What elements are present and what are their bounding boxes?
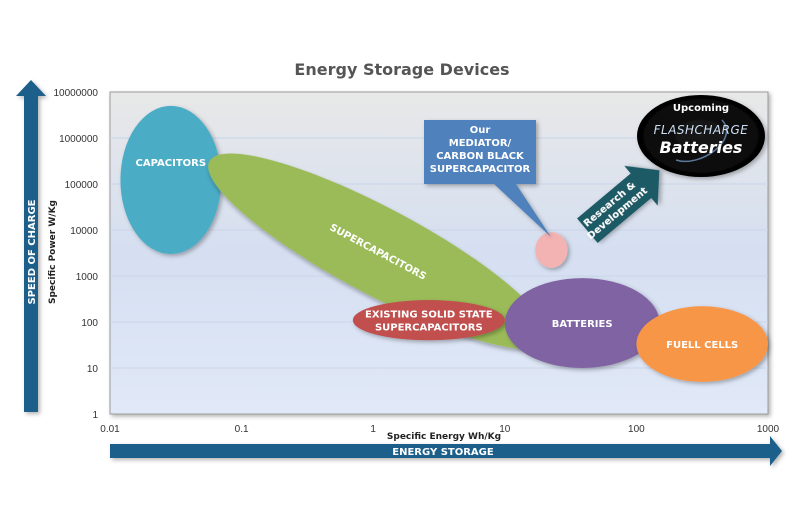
badge-ellipse [637, 95, 765, 177]
region-label: FUELL CELLS [666, 340, 738, 351]
energy-storage-arrow: ENERGY STORAGE [110, 436, 782, 466]
x-arrow-label: ENERGY STORAGE [392, 447, 494, 458]
region-label: EXISTING SOLID STATE [365, 310, 493, 321]
swoosh-icon [675, 119, 728, 163]
region-batteries: BATTERIES [504, 278, 660, 368]
callout-line-4: SUPERCAPACITOR [430, 164, 531, 175]
callout-line-3: CARBON BLACK [436, 151, 525, 162]
y-arrow-label: SPEED OF CHARGE [27, 199, 38, 304]
x-tick-label: 100 [628, 424, 645, 435]
y-tick-label: 1 [92, 410, 98, 421]
region-shape [208, 153, 549, 349]
badge-brand-top: FLASHCHARGE [654, 123, 749, 137]
region-fuell-cells: FUELL CELLS [636, 306, 768, 382]
flashcharge-badge: Upcoming FLASHCHARGE Batteries [637, 95, 765, 177]
chart-title: Energy Storage Devices [294, 60, 509, 79]
y-arrow-shape [16, 80, 46, 412]
y-tick-labels: 1 10 100 1000 10000 100000 1000000 10000000 [54, 88, 99, 421]
y-tick-label: 10000000 [54, 88, 99, 99]
region-shape [535, 232, 568, 268]
region-shape [504, 278, 660, 368]
region-shape [636, 306, 768, 382]
x-tick-label: 0.1 [235, 424, 249, 435]
region-existing-solid-state-supercapacitors: EXISTING SOLID STATE SUPERCAPACITORS [352, 300, 505, 341]
region-label: CAPACITORS [136, 158, 207, 169]
y-tick-label: 100 [81, 318, 98, 329]
speed-of-charge-arrow: SPEED OF CHARGE [16, 80, 46, 412]
x-tick-label: 10 [499, 424, 511, 435]
badge-brand-bottom: Batteries [660, 138, 743, 157]
rd-arrow-shape [577, 165, 660, 243]
x-tick-labels: 0.01 0.1 1 10 100 1000 [100, 424, 779, 435]
y-axis-label: Specific Power W/Kg [48, 200, 58, 304]
mediator-callout: Our MEDIATOR/ CARBON BLACK SUPERCAPACITO… [424, 120, 551, 237]
y-tick-label: 1000 [76, 272, 99, 283]
callout-shape [424, 120, 551, 237]
x-axis-label: Specific Energy Wh/Kg [387, 432, 501, 442]
y-tick-label: 1000000 [59, 134, 98, 145]
region-shape [352, 300, 505, 341]
badge-heading: Upcoming [673, 103, 729, 114]
x-tick-label: 1 [370, 424, 376, 435]
y-tick-label: 100000 [65, 180, 99, 191]
region-capacitors: CAPACITORS [120, 105, 222, 255]
y-tick-label: 10 [87, 364, 99, 375]
region-label: BATTERIES [552, 319, 613, 330]
region-shape [120, 105, 222, 255]
region-our-mediator-carbon-black-supercapacitor [535, 232, 568, 268]
region-supercapacitors: SUPERCAPACITORS [208, 153, 549, 349]
y-tick-label: 10000 [70, 226, 98, 237]
region-label: SUPERCAPACITORS [375, 323, 483, 334]
x-tick-label: 0.01 [100, 424, 120, 435]
callout-line-2: MEDIATOR/ [449, 138, 512, 149]
x-arrow-shape [110, 436, 782, 466]
x-tick-label: 1000 [757, 424, 780, 435]
callout-line-1: Our [470, 125, 491, 136]
